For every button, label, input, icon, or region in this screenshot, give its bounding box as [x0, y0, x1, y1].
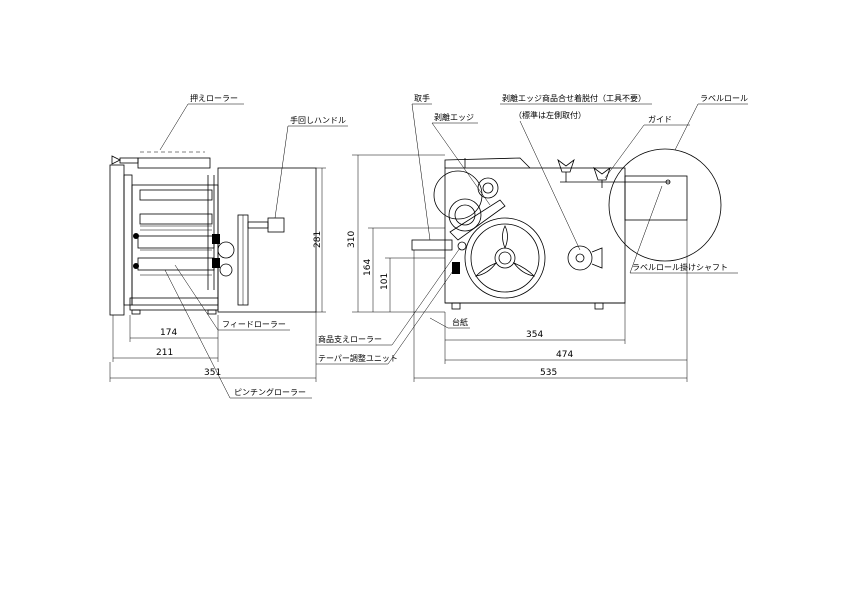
- dim-164-text: 164: [363, 259, 373, 276]
- side-roller-3: [137, 235, 215, 249]
- side-knob-2: [212, 258, 220, 268]
- front-peel-plate: [449, 199, 506, 241]
- side-knob-1: [212, 234, 220, 244]
- label-hand-crank: 手回しハンドル: [290, 115, 346, 125]
- front-wing-nut-1: [557, 158, 575, 173]
- front-wing-nut-2: [593, 166, 611, 181]
- label-standard-left: （標準は左側取付）: [514, 110, 586, 120]
- leader-base: [429, 317, 449, 329]
- side-bottom-rail: [129, 297, 219, 311]
- front-mid-roller-inner: [454, 204, 476, 226]
- front-dimensions: 310 164 101 354 474 535: [347, 154, 688, 382]
- leader-peel-edge: [431, 122, 491, 206]
- side-roller-2: [139, 213, 213, 225]
- front-small-roller-inner: [482, 182, 494, 194]
- side-roller-1: [139, 189, 213, 201]
- dim-310-text: 310: [347, 231, 357, 248]
- side-dimensions: 174 211 351 281: [109, 167, 326, 382]
- leader-hand-crank: [274, 125, 289, 219]
- side-wing-knob: [111, 155, 121, 165]
- front-label-roll: [608, 148, 722, 262]
- dim-281-text: 281: [313, 231, 323, 248]
- side-foot-1: [131, 309, 141, 315]
- front-taper-block: [452, 262, 460, 274]
- front-handwheel-rim: [470, 223, 540, 293]
- label-peel-edge: 剥離エッジ: [434, 112, 474, 122]
- front-handwheel-outer: [464, 217, 546, 299]
- dim-174-text: 174: [160, 328, 177, 338]
- side-knob-4: [133, 263, 139, 269]
- dim-351-text: 351: [204, 368, 221, 378]
- label-label-roll-shaft: ラベルロール掛けシャフト: [632, 262, 728, 272]
- side-view: [109, 151, 317, 316]
- leader-pinching-roller: [164, 269, 231, 399]
- side-crank-arm: [247, 221, 269, 229]
- leader-shaft: [629, 185, 663, 274]
- front-spool-bracket: [591, 247, 603, 269]
- leader-taper: [387, 267, 456, 365]
- front-guide-end: [665, 179, 671, 185]
- side-roller-4: [137, 257, 215, 271]
- front-mid-roller: [448, 198, 482, 232]
- front-handwheel-hub: [494, 247, 516, 269]
- side-labels: 押えローラー 手回しハンドル フィードローラー ピンチングローラー: [159, 93, 348, 399]
- label-peel-edge-attachment: 剥離エッジ商品合せ着脱付（工具不要）: [502, 93, 646, 103]
- leader-guide: [604, 124, 645, 179]
- front-labels: 取手 剥離エッジ 剥離エッジ商品合せ着脱付（工具不要） （標準は左側取付） ラベ…: [316, 93, 748, 365]
- front-spool: [567, 245, 593, 271]
- front-rear-bracket: [624, 175, 688, 221]
- front-foot-1: [451, 302, 461, 310]
- label-base: 台紙: [452, 317, 468, 327]
- dim-354-text: 354: [526, 330, 543, 340]
- side-wing-shaft: [119, 157, 139, 164]
- leader-support-roller: [391, 247, 461, 346]
- side-knob-3: [133, 233, 139, 239]
- label-feed-roller: フィードローラー: [222, 320, 286, 329]
- dim-535-text: 535: [540, 368, 557, 378]
- front-handwheel-axle: [498, 251, 512, 265]
- label-guide: ガイド: [648, 114, 672, 124]
- leader-press-roller: [159, 103, 189, 151]
- side-gear-1: [217, 241, 235, 259]
- dim-101-text: 101: [380, 273, 390, 290]
- label-handle: 取手: [414, 93, 430, 103]
- label-label-roll: ラベルロール: [700, 94, 748, 103]
- leader-attachment: [519, 120, 581, 251]
- front-support-roller: [457, 241, 467, 251]
- front-handle-arm: [411, 239, 453, 251]
- dim-474-text: 474: [556, 350, 573, 360]
- front-view: [411, 148, 722, 310]
- side-body-frame: [217, 167, 317, 313]
- label-press-roller: 押えローラー: [190, 93, 238, 103]
- front-handwheel-spoke-3: [474, 262, 498, 277]
- side-left-plate-inner: [123, 174, 133, 306]
- side-left-plate: [109, 164, 125, 316]
- front-foot-2: [594, 302, 604, 310]
- label-pinching-roller: ピンチングローラー: [234, 387, 306, 397]
- label-taper-adjust-unit: テーパー調整ユニット: [318, 353, 398, 363]
- front-upper-roller: [433, 170, 483, 220]
- side-foot-2: [207, 309, 217, 315]
- label-product-support-roller: 商品支えローラー: [318, 334, 382, 344]
- side-roller-frame: [131, 184, 219, 306]
- front-handwheel-spoke-2: [512, 262, 536, 277]
- front-spool-inner: [575, 253, 585, 263]
- leader-handle: [411, 103, 431, 241]
- front-handwheel-spoke-1: [502, 225, 508, 250]
- dim-211-text: 211: [156, 348, 173, 358]
- leader-feed-roller: [174, 264, 219, 331]
- side-crank-grip: [267, 217, 285, 233]
- side-press-roller: [137, 157, 211, 169]
- front-top-plate: [444, 157, 531, 169]
- leader-label-roll: [674, 103, 699, 151]
- side-gear-2: [219, 263, 233, 277]
